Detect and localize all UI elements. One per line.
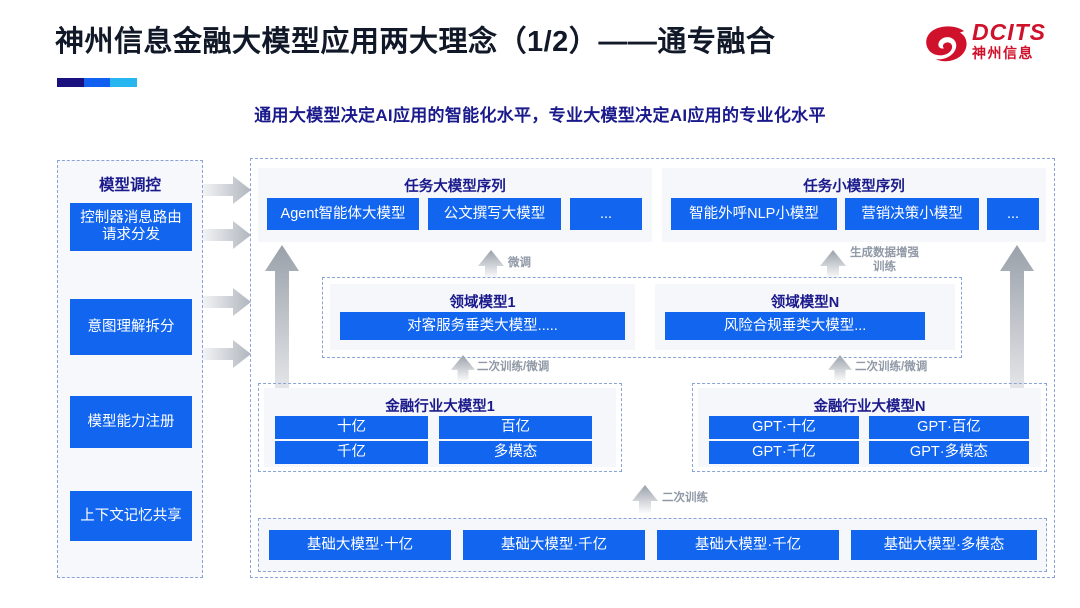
title-accent-bar: [57, 78, 138, 87]
flow-arrow-right-4: [203, 340, 251, 368]
task-large-panel: 任务大模型序列 Agent智能体大模型 公文撰写大模型 ...: [258, 168, 652, 242]
accent-segment-1: [57, 78, 84, 87]
task-large-item-1[interactable]: Agent智能体大模型: [267, 198, 419, 230]
domain-right-item-1[interactable]: 风险合规垂类大模型...: [665, 312, 925, 340]
industry-left-title: 金融行业大模型1: [385, 399, 495, 415]
flow-arrow-right-3: [203, 288, 251, 316]
accent-segment-3: [110, 78, 138, 87]
task-small-item-2[interactable]: 营销决策小模型: [845, 198, 979, 230]
foundation-item-3[interactable]: 基础大模型·千亿: [657, 530, 839, 560]
logo-english: DCITS: [972, 19, 1046, 45]
company-logo: DCITS 神州信息: [924, 20, 1064, 72]
logo-wordmark: DCITS 神州信息: [972, 20, 1046, 62]
page-title: 神州信息金融大模型应用两大理念（1/2）——通专融合: [55, 26, 776, 58]
task-small-title: 任务小模型序列: [803, 179, 905, 195]
industry-left-item-4[interactable]: 多模态: [439, 441, 592, 464]
dcits-swirl-icon: [926, 26, 967, 62]
industry-left-item-2[interactable]: 百亿: [439, 416, 592, 439]
industry-right-item-1[interactable]: GPT·十亿: [709, 416, 859, 439]
task-large-item-3[interactable]: ...: [570, 198, 642, 230]
arrow-label-data-aug: 生成数据增强 训练: [850, 246, 919, 275]
flow-arrow-up-retrain-right: [828, 355, 852, 381]
accent-segment-2: [83, 78, 111, 87]
flow-arrow-up-left-tall: [265, 245, 299, 435]
industry-left-item-3[interactable]: 千亿: [275, 441, 428, 464]
flow-arrow-right-1: [203, 176, 251, 204]
industry-right-title: 金融行业大模型N: [813, 399, 926, 415]
control-item-context[interactable]: 上下文记忆共享: [70, 491, 192, 541]
control-item-intent[interactable]: 意图理解拆分: [70, 299, 192, 355]
logo-chinese: 神州信息: [972, 45, 1034, 61]
arrow-label-data-aug-line1: 生成数据增强: [850, 247, 919, 259]
architecture-container: [250, 158, 1055, 578]
control-column-title: 模型调控: [98, 177, 161, 194]
industry-left-panel: 金融行业大模型1 十亿 百亿 千亿 多模态: [264, 388, 616, 467]
foundation-item-1[interactable]: 基础大模型·十亿: [269, 530, 451, 560]
foundation-container: 基础大模型·十亿 基础大模型·千亿 基础大模型·千亿 基础大模型·多模态: [258, 518, 1047, 572]
domain-models-container: [322, 277, 962, 358]
industry-right-container: [692, 383, 1047, 472]
industry-right-panel: 金融行业大模型N GPT·十亿 GPT·百亿 GPT·千亿 GPT·多模态: [698, 388, 1041, 467]
industry-right-item-3[interactable]: GPT·千亿: [709, 441, 859, 464]
domain-left-title: 领域模型1: [449, 295, 516, 311]
domain-right-title: 领域模型N: [770, 295, 840, 311]
foundation-item-2[interactable]: 基础大模型·千亿: [463, 530, 645, 560]
flow-arrow-up-right-tall: [1000, 245, 1034, 435]
industry-left-container: [258, 383, 622, 472]
arrow-label-data-aug-line2: 训练: [873, 261, 896, 274]
arrow-label-finetune: 微调: [508, 257, 531, 269]
control-item-registry[interactable]: 模型能力注册: [70, 396, 192, 448]
industry-right-item-2[interactable]: GPT·百亿: [869, 416, 1029, 439]
task-small-item-1[interactable]: 智能外呼NLP小模型: [671, 198, 837, 230]
foundation-item-4[interactable]: 基础大模型·多模态: [851, 530, 1037, 560]
task-large-title: 任务大模型序列: [404, 179, 506, 195]
flow-arrow-up-finetune: [478, 250, 504, 278]
arrow-label-retrain-finetune-right: 二次训练/微调: [855, 361, 928, 373]
domain-left-panel: 领域模型1 对客服务垂类大模型.....: [330, 284, 635, 350]
flow-arrow-up-retrain-left: [451, 355, 475, 381]
flow-arrow-up-retrain: [632, 485, 658, 513]
industry-right-item-4[interactable]: GPT·多模态: [869, 441, 1029, 464]
domain-right-panel: 领域模型N 风险合规垂类大模型...: [655, 284, 955, 350]
control-item-router[interactable]: 控制器消息路由请求分发: [70, 203, 192, 251]
control-column: 模型调控 控制器消息路由请求分发 意图理解拆分 模型能力注册 上下文记忆共享: [57, 160, 203, 578]
flow-arrow-up-data-aug: [820, 250, 846, 278]
task-small-item-3[interactable]: ...: [987, 198, 1039, 230]
flow-arrow-right-2: [203, 221, 251, 249]
page-subtitle: 通用大模型决定AI应用的智能化水平，专业大模型决定AI应用的专业化水平: [254, 106, 826, 125]
industry-left-item-1[interactable]: 十亿: [275, 416, 428, 439]
domain-left-item-1[interactable]: 对客服务垂类大模型.....: [340, 312, 625, 340]
task-small-panel: 任务小模型序列 智能外呼NLP小模型 营销决策小模型 ...: [662, 168, 1046, 242]
task-large-item-2[interactable]: 公文撰写大模型: [428, 198, 561, 230]
arrow-label-retrain-finetune-left: 二次训练/微调: [477, 361, 550, 373]
arrow-label-retrain: 二次训练: [662, 492, 708, 504]
